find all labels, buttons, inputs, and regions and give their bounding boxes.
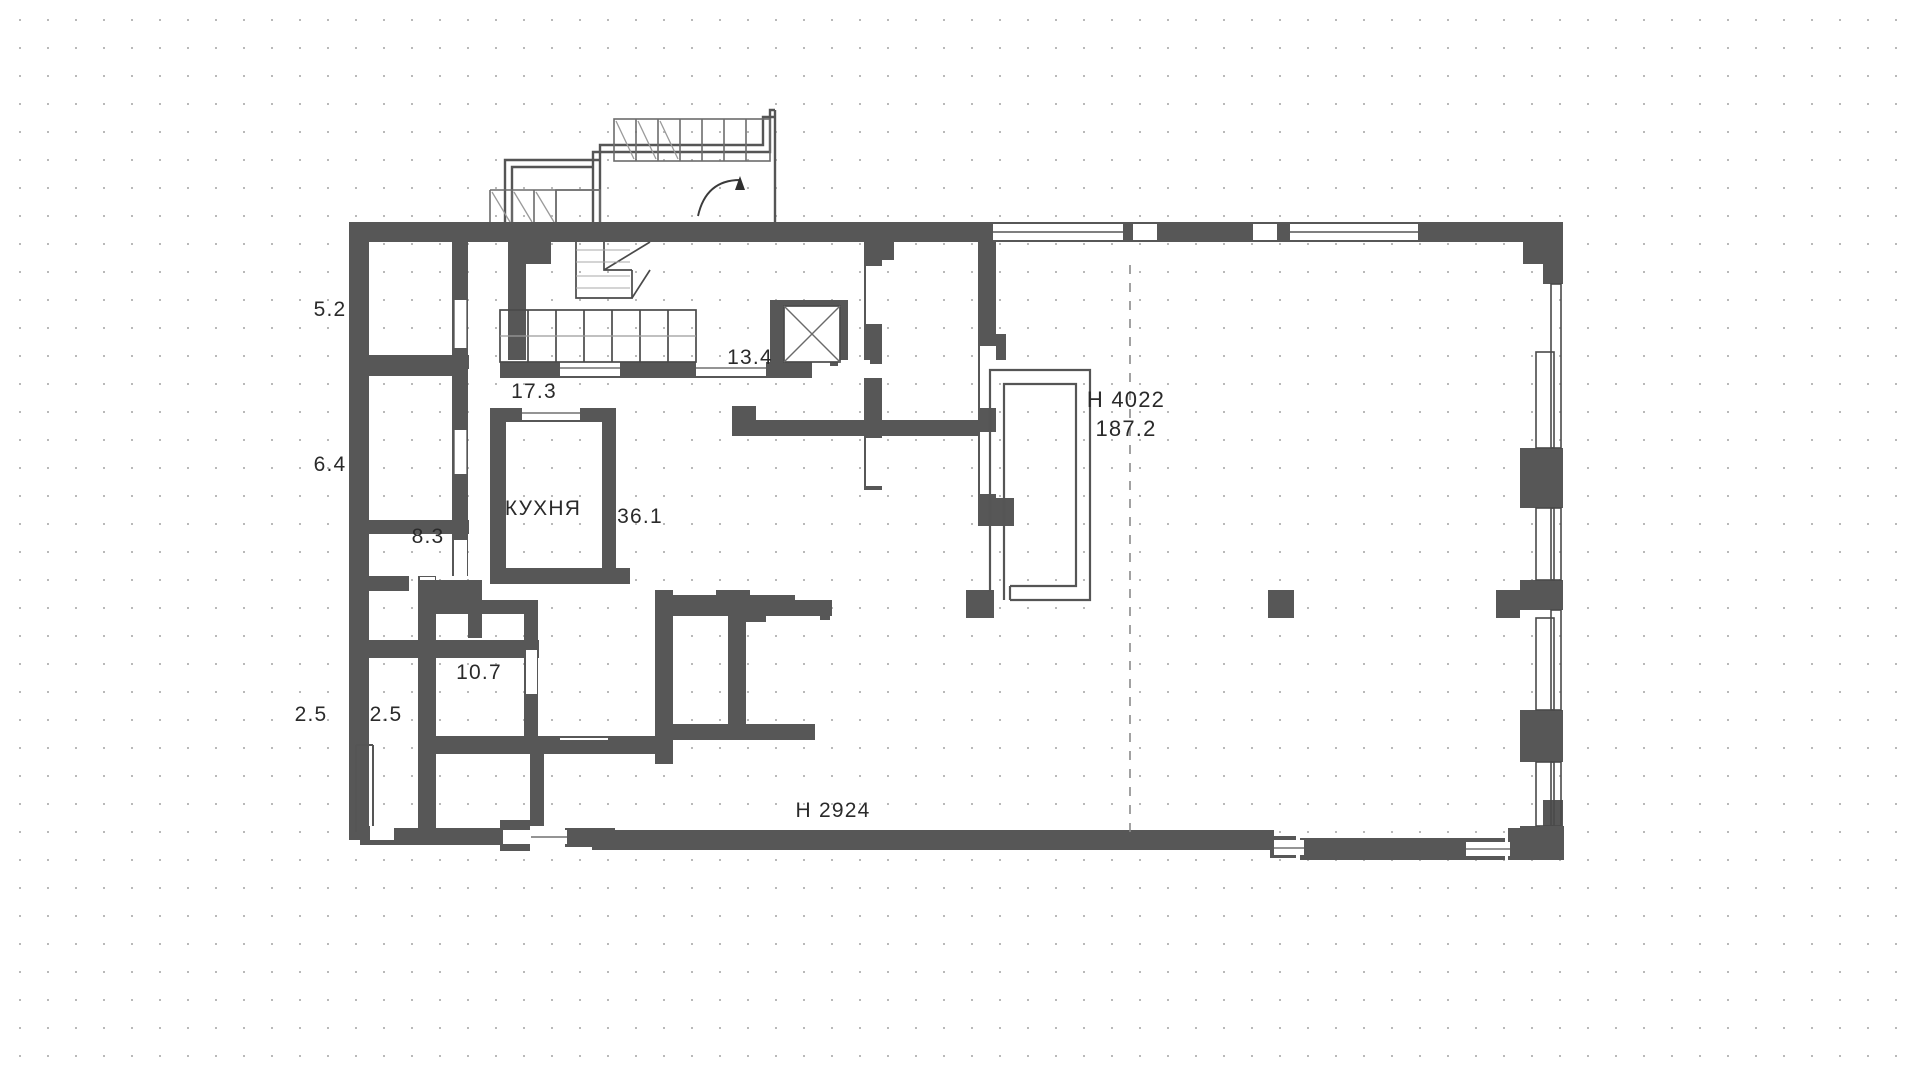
bottom-wall-opening-lines — [531, 836, 1510, 850]
exterior-stair-lower-direction-hatch — [491, 191, 555, 223]
misc-blocks — [418, 586, 766, 622]
hall-partition-outline — [988, 368, 1092, 602]
room-10-7-walls — [436, 596, 673, 754]
interior-staircase — [499, 309, 697, 363]
interior-staircase-return-hatch — [576, 249, 630, 289]
exterior-stair-upper-direction-hatch — [615, 120, 679, 160]
terrace-outline — [355, 744, 374, 832]
interior-staircase-return — [575, 241, 651, 299]
entry-porch-outline — [503, 108, 777, 222]
exterior-stair-upper — [613, 118, 771, 162]
right-wall-windows — [1535, 283, 1562, 827]
lower-inner-wall-openings — [526, 650, 608, 751]
entry-direction-arrow — [697, 179, 741, 217]
entry-arrow-head — [735, 176, 745, 190]
elevator-shaft — [783, 305, 841, 363]
